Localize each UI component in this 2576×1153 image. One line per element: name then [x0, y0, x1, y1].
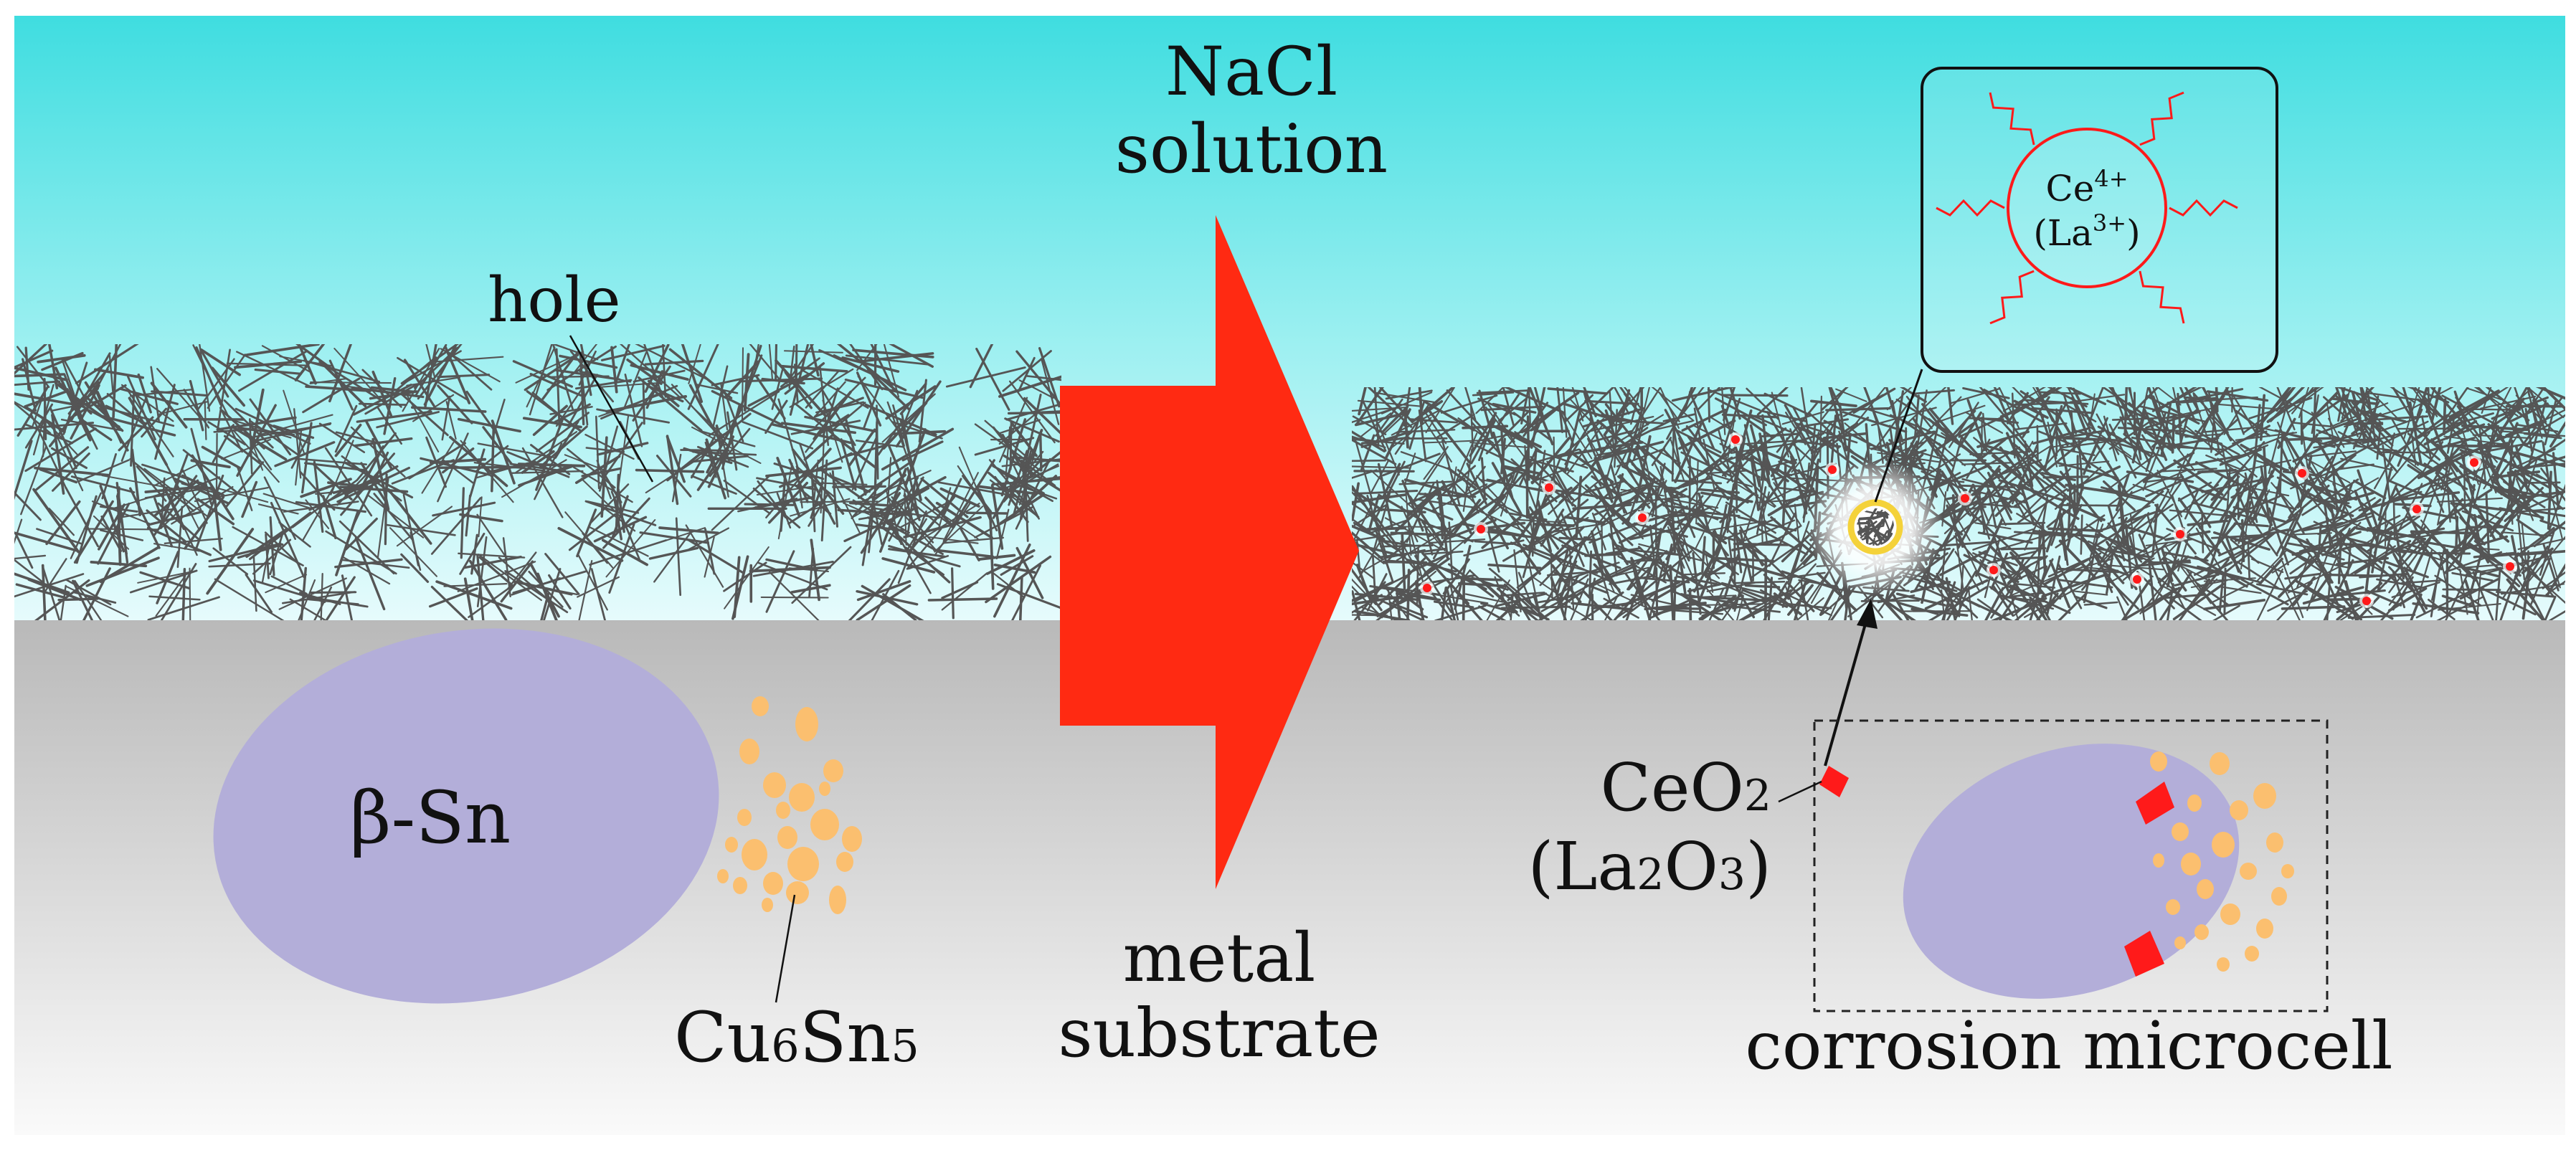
rare-earth-dot	[2176, 530, 2184, 538]
microcell-cu6sn5-particle	[2217, 957, 2230, 972]
coating-needle	[1349, 460, 1386, 461]
microcell-cu6sn5-particle	[2271, 887, 2287, 906]
coating-needle	[549, 376, 608, 377]
microcell-cu6sn5-particle	[2197, 879, 2214, 899]
rare-earth-dot	[1961, 494, 1969, 503]
rare-earth-dot	[1545, 483, 1553, 492]
coating-needle	[929, 599, 996, 600]
microcell-cu6sn5-particle	[2212, 832, 2235, 858]
cu6sn5-particle	[836, 852, 853, 872]
cu6sn5-particle	[763, 872, 783, 895]
coating-needle	[745, 504, 793, 505]
rare-earth-dot	[1731, 435, 1740, 444]
cu6sn5-particle	[787, 847, 819, 881]
coating-needle	[742, 348, 743, 419]
cu6sn5-particle	[786, 881, 809, 904]
cu6sn5-particle	[737, 809, 752, 826]
cu6sn5-particle	[823, 759, 843, 782]
beta-sn-label: β-Sn	[350, 776, 511, 860]
cu6sn5-particle	[717, 869, 729, 883]
cu6sn5-particle	[776, 802, 790, 819]
nacl-label-line2: solution	[1115, 110, 1388, 189]
microcell-cu6sn5-particle	[2166, 899, 2180, 915]
microcell-cu6sn5-particle	[2187, 794, 2202, 812]
metal-label-line1: metal	[1123, 919, 1316, 997]
coating-needle	[1010, 424, 1011, 469]
coating-needle	[1590, 551, 1591, 595]
microcell-cu6sn5-particle	[2172, 822, 2189, 841]
coating-needle	[2037, 426, 2038, 462]
cu6sn5-particle	[725, 837, 738, 853]
rare-earth-dot	[2133, 575, 2141, 584]
rare-earth-dot	[2470, 458, 2478, 467]
cu6sn5-particle	[762, 898, 773, 912]
hole-label: hole	[488, 265, 621, 336]
cu6sn5-particle	[742, 839, 767, 870]
cu6sn5-particle	[789, 783, 815, 812]
microcell-cu6sn5-particle	[2230, 800, 2248, 820]
microcell-cu6sn5-particle	[2153, 853, 2164, 868]
microcell-cu6sn5-particle	[2181, 853, 2201, 876]
nacl-label-line1: NaCl	[1165, 33, 1337, 111]
coating-needle	[2248, 545, 2250, 579]
coating-needle	[2423, 553, 2470, 554]
microcell-cu6sn5-particle	[2245, 946, 2259, 962]
microcell-cu6sn5-particle	[2253, 783, 2276, 809]
rare-earth-dot	[1477, 525, 1485, 533]
cu6sn5-particle	[829, 886, 846, 914]
rare-earth-dot	[2506, 562, 2514, 571]
coating-needle	[1009, 412, 1069, 413]
cu6sn5-particle	[819, 782, 830, 796]
coating-needle	[2060, 505, 2121, 506]
rare-earth-dot	[2298, 469, 2306, 478]
rare-earth-dot	[1638, 513, 1647, 522]
metal-label-line2: substrate	[1058, 995, 1380, 1073]
microcell-label: corrosion microcell	[1745, 1007, 2392, 1084]
cu6sn5-particle	[777, 826, 797, 849]
microcell-cu6sn5-particle	[2210, 752, 2230, 775]
coating-needle	[1398, 526, 1443, 527]
microcell-cu6sn5-particle	[2266, 832, 2283, 853]
cu6sn5-particle	[763, 772, 786, 798]
rare-earth-dot	[1423, 584, 1431, 592]
cu6sn5-particle	[739, 739, 759, 764]
cu6sn5-particle	[733, 877, 747, 894]
cu6sn5-particle	[795, 707, 818, 741]
microcell-cu6sn5-particle	[2220, 903, 2240, 925]
cu6sn5-particle	[752, 696, 769, 716]
rare-earth-dot	[2412, 505, 2421, 513]
coating-needle	[2528, 551, 2529, 590]
microcell-cu6sn5-particle	[2174, 936, 2186, 949]
rare-earth-dot	[2362, 597, 2371, 605]
microcell-cu6sn5-particle	[2194, 924, 2209, 940]
microcell-cu6sn5-particle	[2281, 864, 2294, 878]
coating-needle	[1384, 562, 1426, 563]
coating-needle	[84, 529, 158, 530]
coating-needle	[1746, 586, 1779, 587]
microcell-cu6sn5-particle	[2240, 863, 2257, 880]
microcell-cu6sn5-particle	[2256, 919, 2273, 939]
rare-earth-dot	[1989, 566, 1998, 574]
cu6sn5-particle	[842, 826, 862, 852]
cu6sn5-particle	[810, 809, 839, 840]
microcell-cu6sn5-particle	[2150, 751, 2167, 772]
